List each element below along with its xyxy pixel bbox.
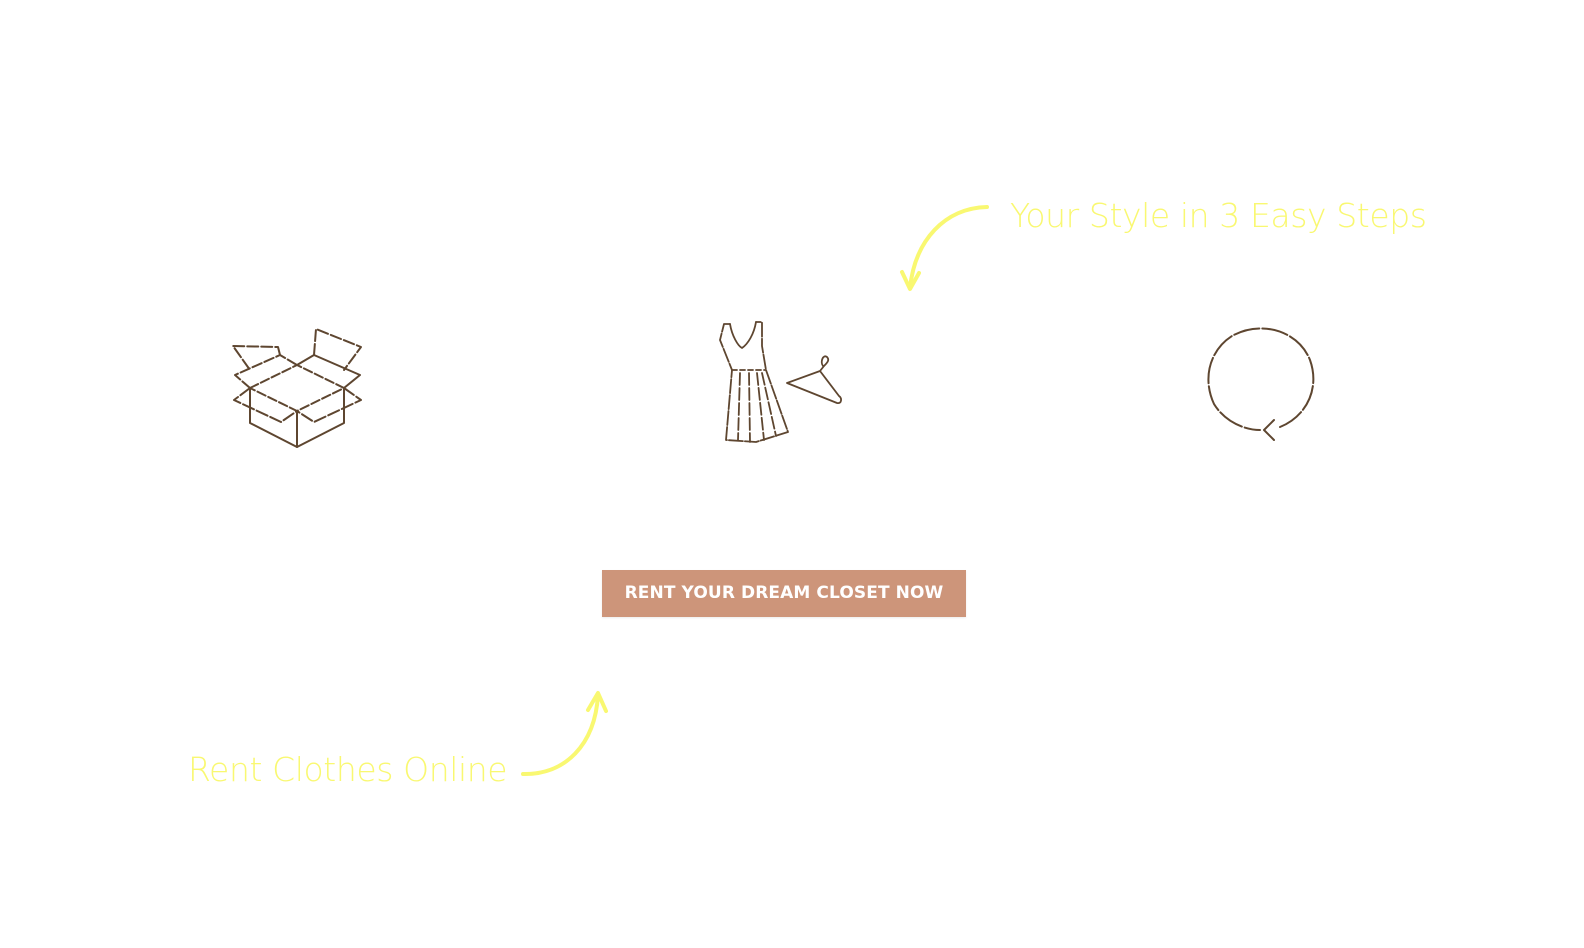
return-cycle-icon	[1207, 327, 1315, 441]
open-box-icon	[232, 328, 362, 448]
curved-arrow-up-icon	[521, 691, 608, 777]
dress-hanger-icon	[719, 321, 842, 443]
curved-arrow-down-icon	[900, 205, 989, 291]
steps-heading: Your Style in 3 Easy Steps	[1010, 196, 1427, 235]
rent-dream-closet-button[interactable]: RENT YOUR DREAM CLOSET NOW	[602, 570, 966, 617]
rent-clothes-online-text: Rent Clothes Online	[188, 750, 508, 789]
